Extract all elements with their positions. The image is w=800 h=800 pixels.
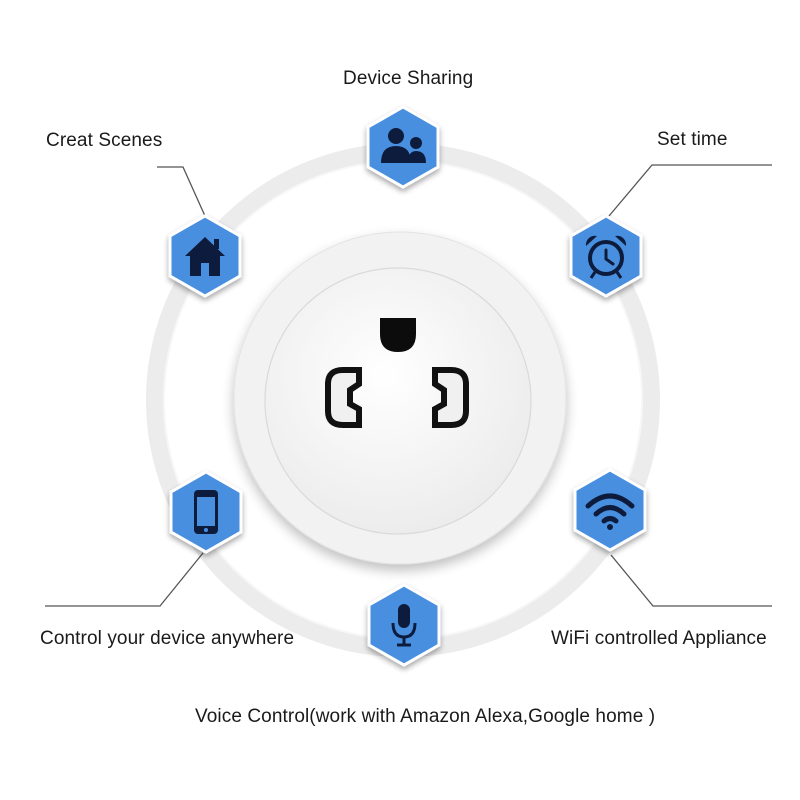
- left-pin-hole: [325, 367, 362, 428]
- voice-control-label: Voice Control(work with Amazon Alexa,Goo…: [195, 706, 656, 727]
- home-icon: [168, 214, 242, 298]
- remote-control-label: Control your device anywhere: [40, 628, 295, 649]
- microphone-icon: [367, 583, 441, 667]
- smartphone-icon: [169, 470, 243, 554]
- users-icon: [366, 105, 440, 189]
- leader-line-wifi: [610, 554, 772, 607]
- smart-plug: [233, 231, 567, 565]
- feature-hexagons: [168, 105, 647, 667]
- create-scenes-label: Creat Scenes: [46, 130, 163, 151]
- leader-line-set-time: [608, 164, 772, 217]
- set-time-label: Set time: [657, 129, 728, 150]
- socket-holes: [325, 318, 469, 428]
- alarm-clock-icon: [569, 214, 643, 298]
- wifi-label: WiFi controlled Appliance: [551, 628, 767, 649]
- leader-line-create-scenes: [157, 166, 206, 217]
- device-sharing-label: Device Sharing: [343, 68, 474, 89]
- leader-line-remote-control: [45, 552, 204, 607]
- leader-lines: [45, 164, 772, 607]
- earth-pin-hole: [380, 318, 416, 352]
- plug-face: [264, 267, 532, 535]
- wifi-icon: [573, 468, 647, 552]
- right-pin-hole: [432, 367, 469, 428]
